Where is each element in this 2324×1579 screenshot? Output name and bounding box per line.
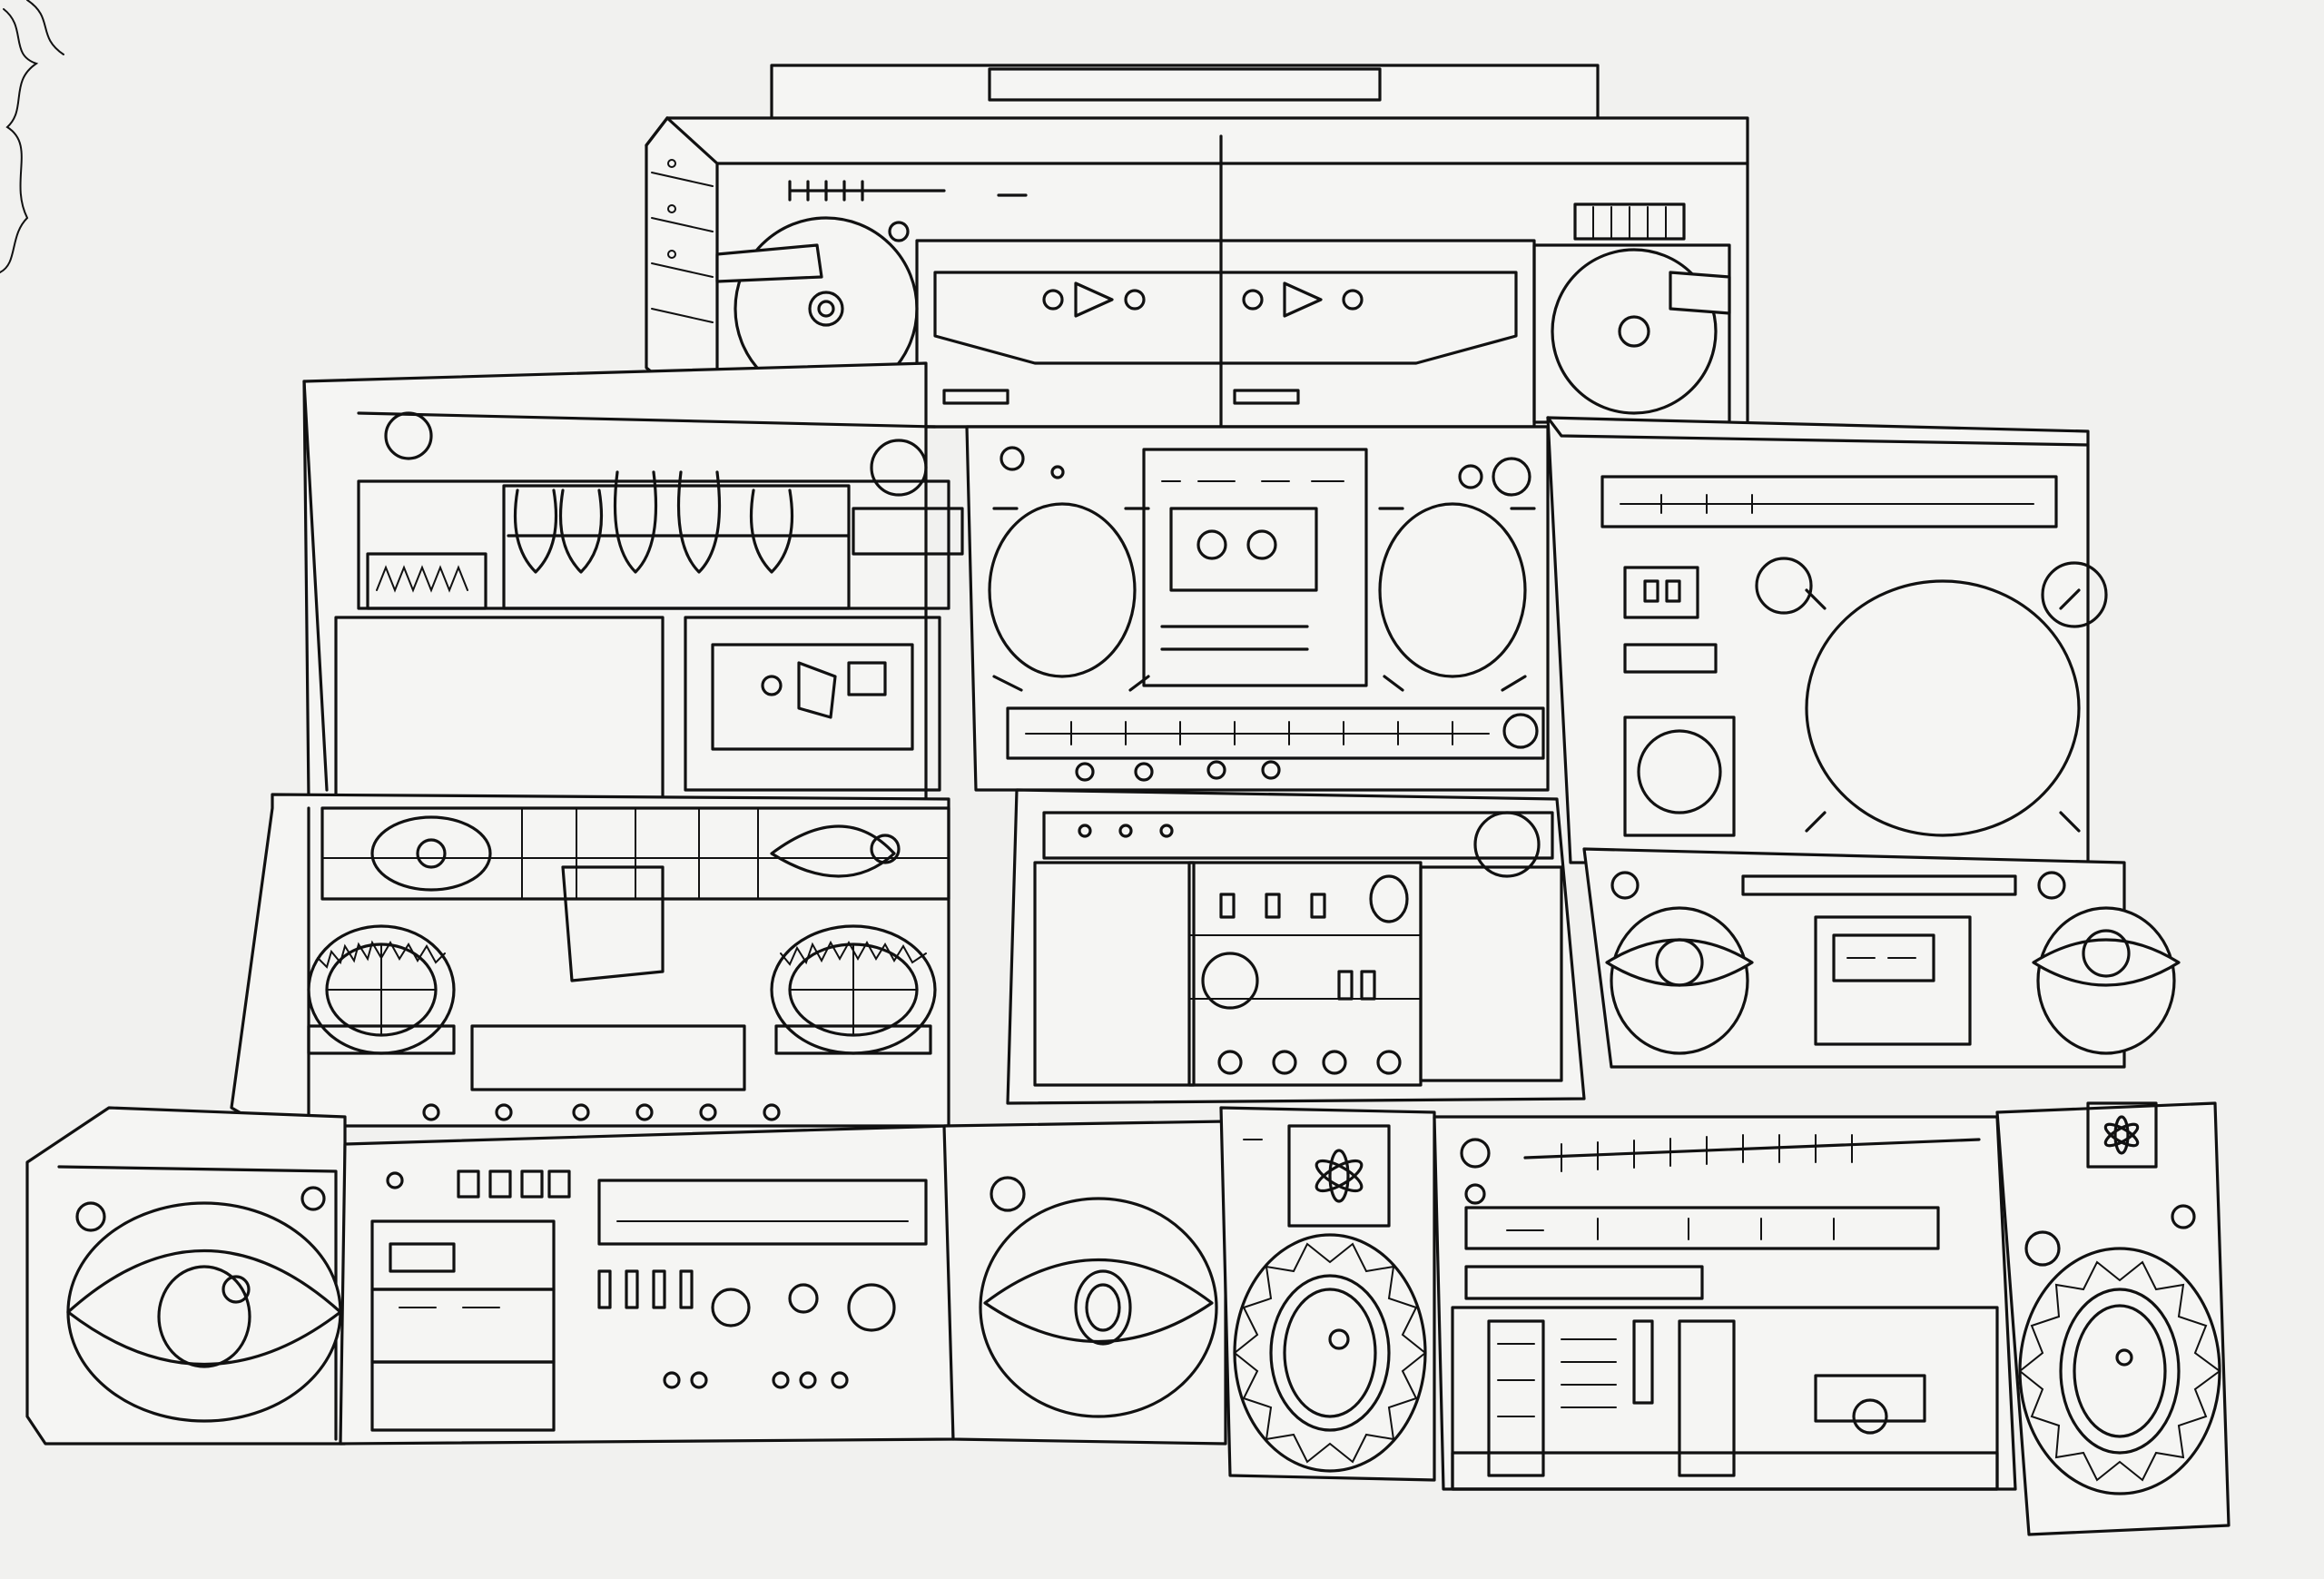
stereo-unit-bottom-left [339, 1124, 955, 1446]
speaker-box-flower-center [1219, 1106, 1436, 1482]
speaker-box-bottom-right [1995, 1101, 2230, 1536]
stereo-unit-center-upper [965, 425, 1550, 792]
sunburst-speaker-right [2018, 1247, 2221, 1495]
margin-doodle [0, 0, 64, 273]
stereo-unit-left-middle [230, 793, 950, 1128]
stereo-unit-center-middle [1006, 788, 1586, 1105]
speaker-box-bottom-center [942, 1120, 1227, 1446]
flower-icon [2103, 1115, 2140, 1155]
reel-left [307, 924, 456, 1055]
stereo-unit-left-upper [302, 361, 964, 801]
stereo-unit-right-middle [1582, 847, 2181, 1069]
top-boombox-side-panel [651, 159, 714, 323]
top-boombox [645, 64, 1749, 429]
stereo-unit-right-upper [1546, 416, 2108, 864]
flower-icon [1315, 1149, 1364, 1203]
reel-right [770, 924, 937, 1055]
speaker-box-bottom-left [25, 1106, 347, 1446]
sunburst-speaker-center [1233, 1233, 1427, 1473]
stereo-unit-bottom-right [1433, 1115, 2017, 1491]
top-boombox-right-speaker [1532, 243, 1731, 424]
